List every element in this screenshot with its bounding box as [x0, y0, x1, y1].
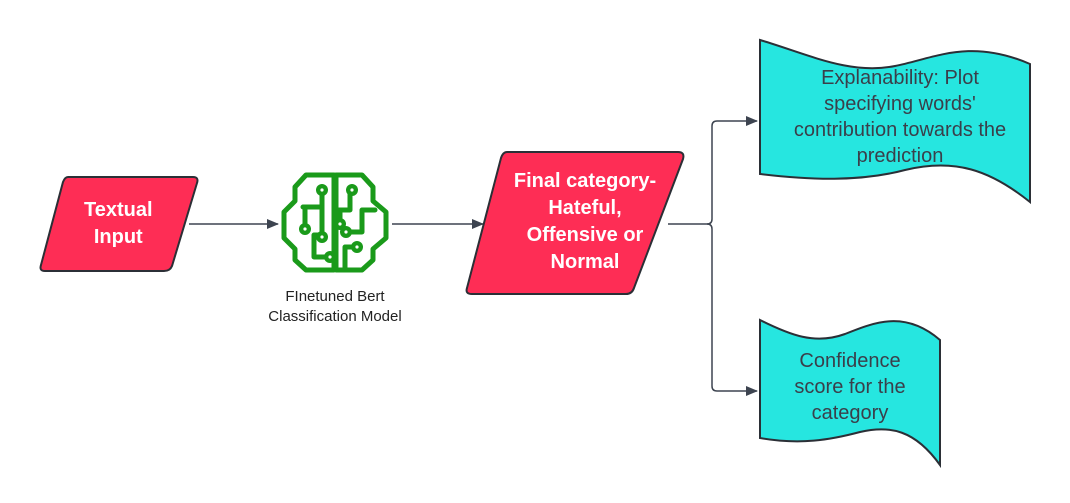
confidence-label: Confidence score for the category: [794, 350, 906, 424]
model-caption: FInetuned Bert Classification Model: [268, 288, 402, 325]
explainability-node[interactable]: [759, 38, 1031, 205]
edge-category-to-confidence: [706, 223, 758, 396]
edge-category-to-explainability: [668, 116, 758, 225]
textual-input-node[interactable]: [39, 176, 199, 272]
confidence-node[interactable]: [759, 318, 941, 469]
final-category-node[interactable]: [465, 151, 685, 295]
textual-input-label: Textual Input: [84, 199, 153, 248]
final-category-label: Final category- Hateful, Offensive or No…: [513, 170, 657, 273]
circuit-node-highlights: [303, 188, 359, 259]
circuit-nodes: [299, 184, 363, 263]
explainability-label: Explanability: Plot specifying words' co…: [793, 67, 1007, 167]
brain-circuit-icon[interactable]: [281, 172, 389, 273]
